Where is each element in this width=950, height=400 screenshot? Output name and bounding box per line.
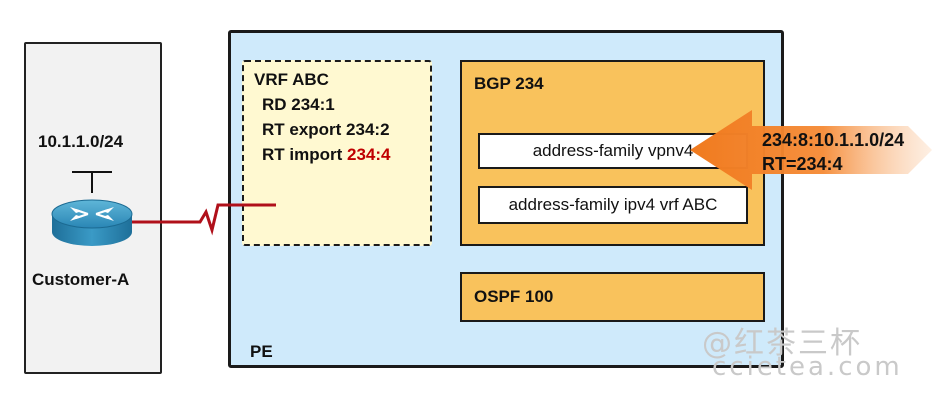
vrf-rt-import-value: 234:4 [347,145,391,164]
vrf-rt-import-prefix: RT import [262,145,347,164]
bgp-title: BGP 234 [474,74,544,93]
customer-prefix-label: 10.1.1.0/24 [38,132,124,151]
router-icon [51,199,133,246]
serial-link [132,203,276,236]
pe-label: PE [250,342,273,361]
watermark-site: ccietea.com [712,352,903,382]
vrf-rd: RD 234:1 [262,95,335,114]
vrf-rt-import: RT import 234:4 [262,145,390,165]
af-vpnv4-label: address-family vpnv4 [532,141,694,160]
watermark-handle: @红茶三杯 [702,326,862,361]
incoming-route-rt: RT=234:4 [762,154,843,174]
vrf-config-box [242,60,432,246]
customer-router-label: Customer-A [32,270,130,289]
incoming-route-prefix: 234:8:10.1.1.0/24 [762,130,905,150]
ospf-title: OSPF 100 [474,287,554,306]
ospf-process-box [460,272,765,322]
af-ipv4-vrf-box: address-family ipv4 vrf ABC [478,186,748,224]
vrf-name: VRF ABC [254,70,329,89]
incoming-route-arrow [690,110,932,190]
vrf-rt-export: RT export 234:2 [262,120,390,139]
router-antenna [72,171,112,193]
af-ipv4-vrf-label: address-family ipv4 vrf ABC [508,195,718,214]
